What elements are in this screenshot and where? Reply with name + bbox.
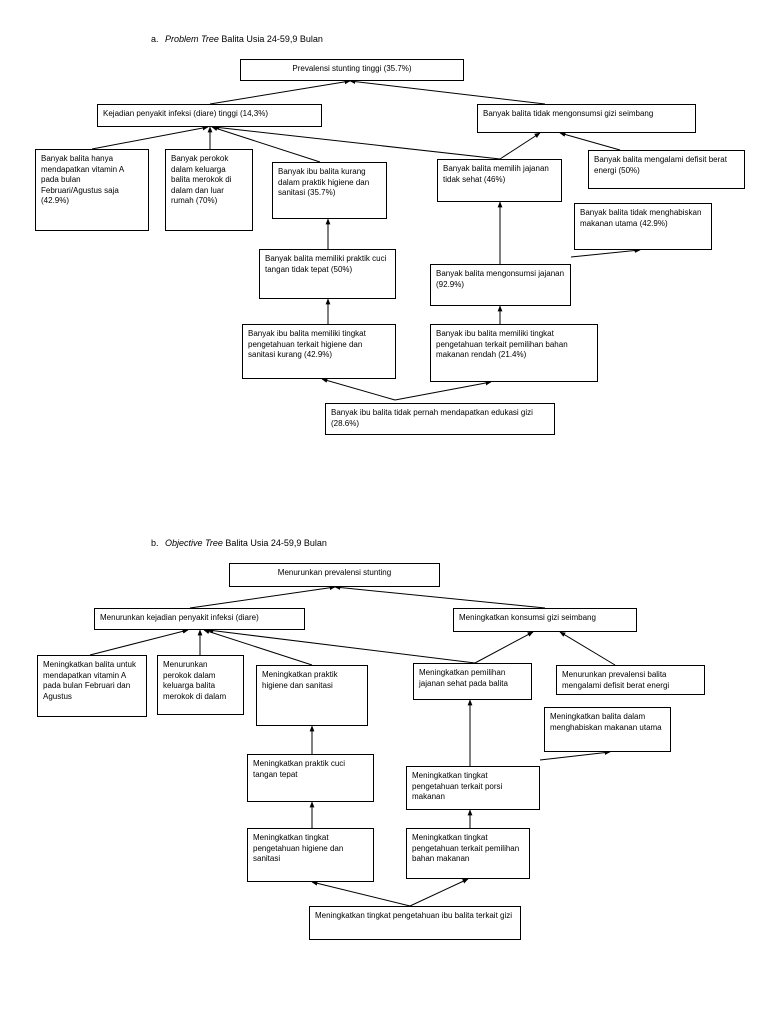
objective-nutrition-node: Meningkatkan konsumsi gizi seimbang [453, 608, 637, 632]
arrow-b-vitamin-a-to-infection [89, 629, 189, 656]
objective-tree-title-rest: Balita Usia 24-59,9 Bulan [222, 538, 327, 548]
objective-food-knowledge-node: Meningkatkan tingkat pengetahuan terkait… [406, 828, 530, 879]
problem-no-education-node: Banyak ibu balita tidak pernah mendapatk… [325, 403, 555, 435]
objective-energy-deficit-node: Menurunkan prevalensi balita mengalami d… [556, 665, 705, 695]
problem-not-finishing-node: Banyak balita tidak menghabiskan makanan… [574, 203, 712, 250]
objective-vitamin-a-node: Meningkatkan balita untuk mendapatkan vi… [37, 655, 147, 717]
arrow-no-education-to-food-knowledge [394, 380, 492, 401]
objective-healthy-snacks-node: Meningkatkan pemilihan jajanan sehat pad… [413, 663, 532, 700]
objective-tree-title-italic: Objective Tree [165, 538, 223, 548]
arrow-b-infection-to-root [189, 585, 336, 609]
problem-smokers-node: Banyak perokok dalam keluarga balita mer… [165, 149, 253, 231]
arrow-b-nutrition-to-root [334, 585, 546, 609]
arrow-b-healthy-snacks-to-nutrition [474, 631, 534, 664]
arrow-b-education-to-food-knowledge [409, 878, 469, 907]
problem-tree-heading: a. Problem Tree Balita Usia 24-59,9 Bulan [151, 34, 323, 45]
arrow-infection-to-root [209, 79, 351, 105]
problem-infection-node: Kejadian penyakit infeksi (diare) tinggi… [97, 104, 322, 127]
problem-snack-consumption-node: Banyak balita mengonsumsi jajanan (92.9%… [430, 264, 571, 306]
arrow-b-portion-knowledge-to-finishing-meals [539, 750, 611, 761]
problem-energy-deficit-node: Banyak balita mengalami defisit berat en… [588, 150, 745, 189]
problem-handwashing-node: Banyak balita memiliki praktik cuci tang… [259, 249, 396, 299]
objective-smokers-node: Menurunkan perokok dalam keluarga balita… [157, 655, 244, 715]
arrow-energy-deficit-to-nutrition [559, 132, 621, 151]
arrow-unhealthy-snacks-to-infection [213, 125, 501, 160]
problem-tree-title-italic: Problem Tree [165, 34, 219, 44]
arrow-vitamin-a-to-infection [91, 125, 209, 150]
objective-hygiene-practice-node: Meningkatkan praktik higiene dan sanitas… [256, 665, 368, 726]
problem-root-node: Prevalensi stunting tinggi (35.7%) [240, 59, 464, 81]
objective-portion-knowledge-node: Meningkatkan tingkat pengetahuan terkait… [406, 766, 540, 810]
arrow-nutrition-to-root [349, 79, 546, 105]
objective-handwashing-node: Meningkatkan praktik cuci tangan tepat [247, 754, 374, 802]
objective-finishing-meals-node: Meningkatkan balita dalam menghabiskan m… [544, 707, 671, 752]
objective-infection-node: Menurunkan kejadian penyakit infeksi (di… [94, 608, 305, 630]
arrow-b-hygiene-practice-to-infection [203, 629, 313, 666]
problem-tree-arrows [91, 79, 641, 401]
arrow-b-healthy-snacks-to-infection [207, 628, 476, 664]
problem-nutrition-node: Banyak balita tidak mengonsumsi gizi sei… [477, 104, 696, 133]
arrow-hygiene-practice-to-infection [211, 126, 321, 163]
problem-tree-title-rest: Balita Usia 24-59,9 Bulan [218, 34, 323, 44]
objective-hygiene-knowledge-node: Meningkatkan tingkat pengetahuan higiene… [247, 828, 374, 882]
arrow-b-education-to-hygiene-knowledge [311, 880, 411, 907]
objective-tree-heading: b. Objective Tree Balita Usia 24-59,9 Bul… [151, 538, 327, 549]
problem-vitamin-a-node: Banyak balita hanya mendapatkan vitamin … [35, 149, 149, 231]
arrow-snack-consumption-to-not-finishing [570, 248, 641, 258]
objective-root-node: Menurunkan prevalensi stunting [229, 563, 440, 587]
problem-tree-marker: a. [151, 34, 159, 44]
problem-hygiene-practice-node: Banyak ibu balita kurang dalam praktik h… [272, 162, 387, 219]
problem-unhealthy-snacks-node: Banyak balita memilih jajanan tidak seha… [437, 159, 562, 202]
problem-hygiene-knowledge-node: Banyak ibu balita memiliki tingkat penge… [242, 324, 396, 379]
arrow-no-education-to-hygiene-knowledge [321, 378, 396, 401]
problem-food-knowledge-node: Banyak ibu balita memiliki tingkat penge… [430, 324, 598, 382]
arrow-b-energy-deficit-to-nutrition [559, 631, 616, 666]
objective-tree-marker: b. [151, 538, 159, 548]
objective-education-node: Meningkatkan tingkat pengetahuan ibu bal… [309, 906, 521, 940]
arrow-unhealthy-snacks-to-nutrition [499, 132, 541, 160]
